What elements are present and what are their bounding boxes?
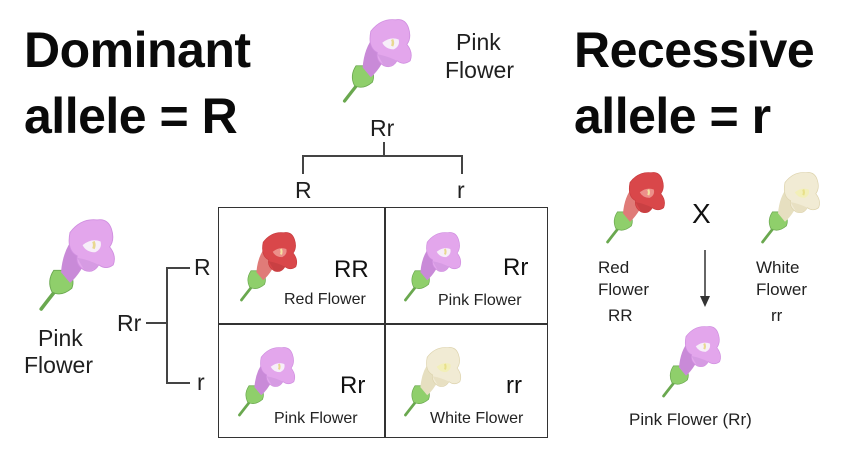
cell-4-white-flower-icon <box>400 341 468 421</box>
top-bracket-right-drop <box>461 155 463 174</box>
cross-parent2-label-line1: White <box>756 258 800 277</box>
left-bracket-top-arm <box>166 267 190 269</box>
cross-symbol: X <box>692 198 711 229</box>
cell-3-phenotype: Pink Flower <box>274 410 358 427</box>
left-parent-pink-flower-icon <box>34 212 124 316</box>
left-bracket-bar <box>166 267 168 383</box>
left-bracket-stem <box>146 322 166 324</box>
punnett-square <box>218 207 548 438</box>
dominant-heading-line1: Dominant <box>24 22 251 78</box>
cross-parent2-genotype: rr <box>771 306 783 325</box>
cell-2-phenotype: Pink Flower <box>438 292 522 309</box>
cell-2-genotype: Rr <box>503 254 529 281</box>
cross-down-arrow-icon <box>700 250 710 307</box>
cross-parent1-genotype: RR <box>608 306 633 325</box>
cell-3-genotype: Rr <box>340 372 366 399</box>
top-parent-pink-flower-icon <box>338 8 420 112</box>
left-parent-label-line1: Pink <box>38 325 83 351</box>
top-bracket-left-drop <box>302 155 304 174</box>
cross-parent1-label-line1: Red <box>598 258 630 277</box>
top-parent-label-line1: Pink <box>456 29 501 55</box>
cell-4-phenotype: White Flower <box>430 410 524 427</box>
recessive-heading-line1: Recessive <box>574 22 815 78</box>
left-parent-label-line2: Flower <box>24 352 94 378</box>
cell-3-pink-flower-icon <box>234 341 302 421</box>
cross-offspring-pink-flower-icon <box>658 320 728 402</box>
top-parent-genotype: Rr <box>370 115 395 141</box>
top-bracket-bar <box>302 155 463 157</box>
cross-parent1-label-line2: Flower <box>598 280 650 299</box>
top-allele-R: R <box>295 177 312 203</box>
punnett-vertical-divider <box>384 208 386 437</box>
top-bracket-stem <box>383 142 385 156</box>
cross-red-flower-icon <box>602 166 672 248</box>
punnett-horizontal-divider <box>219 323 547 325</box>
cell-1-phenotype: Red Flower <box>284 291 366 308</box>
left-parent-genotype: Rr <box>117 310 142 336</box>
top-allele-r: r <box>457 177 465 203</box>
left-bracket-bottom-arm <box>166 382 190 384</box>
top-parent-label-line2: Flower <box>445 57 515 83</box>
left-allele-r: r <box>197 369 205 395</box>
dominant-heading-line2: allele = R <box>24 88 238 144</box>
cell-4-genotype: rr <box>506 372 522 399</box>
cross-parent2-label-line2: Flower <box>756 280 808 299</box>
cell-1-genotype: RR <box>334 256 369 283</box>
left-allele-R: R <box>194 254 211 280</box>
recessive-heading-line2: allele = r <box>574 88 771 144</box>
cross-offspring-label: Pink Flower (Rr) <box>629 410 752 429</box>
cross-white-flower-icon <box>757 166 827 248</box>
